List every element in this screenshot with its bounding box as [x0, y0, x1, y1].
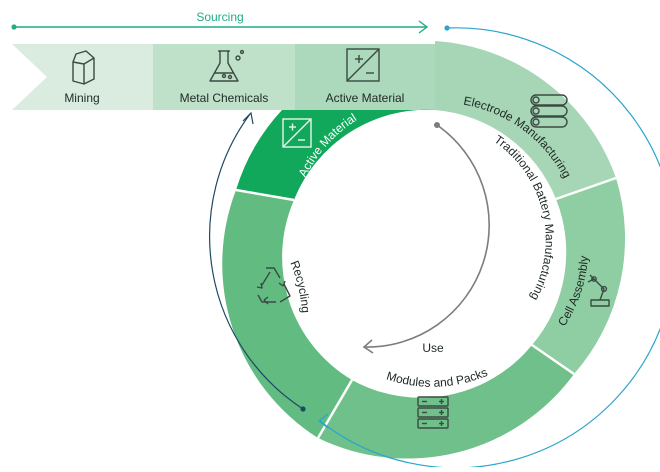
plus-minus-icon	[346, 48, 380, 82]
banner-mining	[12, 44, 153, 110]
flask-icon	[209, 49, 245, 82]
segment-electrode-manufacturing	[435, 41, 616, 199]
stage-label-metal-chemicals: Metal Chemicals	[180, 91, 269, 105]
rock-icon	[72, 50, 95, 85]
traditional-manufacturing-arc	[362, 122, 490, 354]
recycling-return-arrow	[209, 111, 306, 412]
stage-label-mining: Mining	[64, 91, 99, 105]
segment-label-modules-and-packs: Modules and Packs	[385, 365, 490, 390]
sourcing-arrow	[11, 20, 429, 34]
segment-modules-and-packs	[318, 345, 574, 459]
banner-active-material	[295, 44, 435, 110]
segment-cell-assembly	[532, 178, 626, 374]
robot-arm-icon	[587, 274, 610, 307]
segment-recycling	[222, 190, 352, 438]
use-label: Use	[422, 341, 444, 355]
segment-active-material	[236, 109, 435, 200]
cycle-ring	[222, 41, 626, 459]
recycle-icon	[256, 267, 291, 305]
plus-minus-icon	[282, 118, 312, 148]
stage-label-active-material: Active Material	[326, 91, 405, 105]
electrode-rolls-icon	[530, 94, 568, 128]
sourcing-title: Sourcing	[196, 10, 243, 24]
segment-label-recycling: Recycling	[287, 259, 312, 314]
battery-modules-icon	[417, 396, 449, 429]
